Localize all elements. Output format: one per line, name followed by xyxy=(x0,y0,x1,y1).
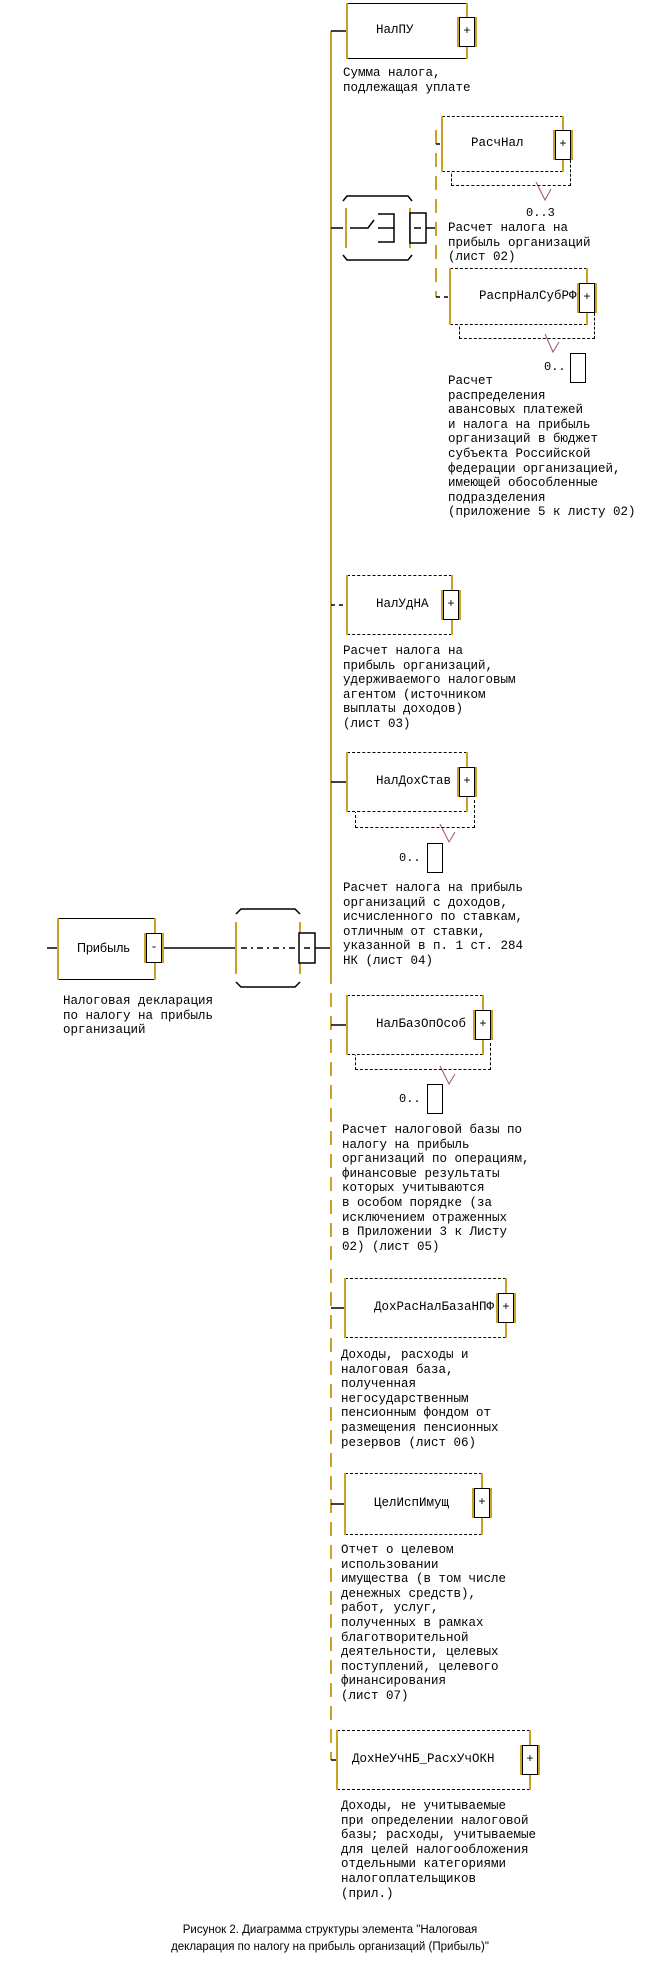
repeat-shadow xyxy=(459,313,595,339)
element-nalbazoposob[interactable]: НалБазОпОсоб xyxy=(346,995,484,1055)
expand-toggle-button[interactable]: + xyxy=(498,1293,514,1323)
element-name: ЦелИспИмущ xyxy=(374,1496,450,1510)
expand-toggle-button[interactable]: + xyxy=(555,130,571,160)
element-naludna[interactable]: НалУдНА xyxy=(346,575,453,635)
element-name: НалДохСтав xyxy=(376,774,452,788)
expand-toggle-button[interactable]: + xyxy=(475,1010,491,1040)
element-celispimusch[interactable]: ЦелИспИмущ xyxy=(344,1473,483,1535)
element-name: РасчНал xyxy=(471,136,524,150)
element-rasprnalsubrf[interactable]: РаспрНалСубРФ xyxy=(449,268,588,325)
multiplicity-label: 0..3 xyxy=(526,206,555,220)
element-description: Расчет налоговой базы по налогу на прибы… xyxy=(342,1123,530,1254)
expand-toggle-button[interactable]: + xyxy=(522,1745,538,1775)
element-description: Сумма налога, подлежащая уплате xyxy=(343,66,471,95)
multiplicity-box xyxy=(570,353,586,383)
element-description: Расчет налога на прибыль организаций (ли… xyxy=(448,221,591,265)
choice-compositor-icon xyxy=(342,195,436,261)
element-nalpu[interactable]: НалПУ xyxy=(346,3,468,59)
multiplicity-label: 0.. xyxy=(544,360,566,374)
element-naldohstav[interactable]: НалДохСтав xyxy=(346,752,468,812)
repeat-shadow xyxy=(451,160,571,186)
element-description: Расчет налога на прибыль организаций, уд… xyxy=(343,644,516,731)
element-raschnal[interactable]: РасчНал xyxy=(441,116,564,172)
expand-toggle-button[interactable]: + xyxy=(474,1488,490,1518)
element-name: РаспрНалСубРФ xyxy=(479,289,577,303)
element-name: ДохНеУчНБ_РасхУчОКН xyxy=(352,1752,495,1766)
element-description: Доходы, расходы и налоговая база, получе… xyxy=(341,1348,499,1450)
collapse-toggle-button[interactable]: - xyxy=(146,933,162,963)
element-name: НалПУ xyxy=(376,23,414,37)
element-description: Отчет о целевом использовании имущества … xyxy=(341,1543,507,1703)
element-name: НалУдНА xyxy=(376,597,429,611)
expand-toggle-button[interactable]: + xyxy=(459,767,475,797)
element-name: Прибыль xyxy=(77,941,130,955)
figure-caption: Рисунок 2. Диаграмма структуры элемента … xyxy=(171,1924,489,1953)
expand-toggle-button[interactable]: + xyxy=(443,590,459,620)
element-description: Расчет распределения авансовых платежей … xyxy=(448,374,636,520)
element-description: Налоговая декларация по налогу на прибыл… xyxy=(63,994,214,1038)
element-dohrasnalbazanpf[interactable]: ДохРасНалБазаНПФ xyxy=(344,1278,507,1338)
element-root-pribyl[interactable]: Прибыль xyxy=(57,918,156,980)
expand-toggle-button[interactable]: + xyxy=(579,283,595,313)
multiplicity-box xyxy=(427,1084,443,1114)
element-dohneuchnb-rashuchokn[interactable]: ДохНеУчНБ_РасхУчОКН xyxy=(336,1730,531,1790)
element-name: НалБазОпОсоб xyxy=(376,1017,467,1031)
element-description: Доходы, не учитываемые при определении н… xyxy=(341,1799,537,1901)
multiplicity-label: 0.. xyxy=(399,1092,421,1106)
multiplicity-box xyxy=(427,843,443,873)
expand-toggle-button[interactable]: + xyxy=(459,17,475,47)
element-name: ДохРасНалБазаНПФ xyxy=(374,1300,495,1314)
multiplicity-label: 0.. xyxy=(399,851,421,865)
repeat-shadow xyxy=(355,800,475,828)
sequence-compositor-icon xyxy=(235,908,316,988)
repeat-shadow xyxy=(355,1043,491,1070)
element-description: Расчет налога на прибыль организаций с д… xyxy=(343,881,524,968)
